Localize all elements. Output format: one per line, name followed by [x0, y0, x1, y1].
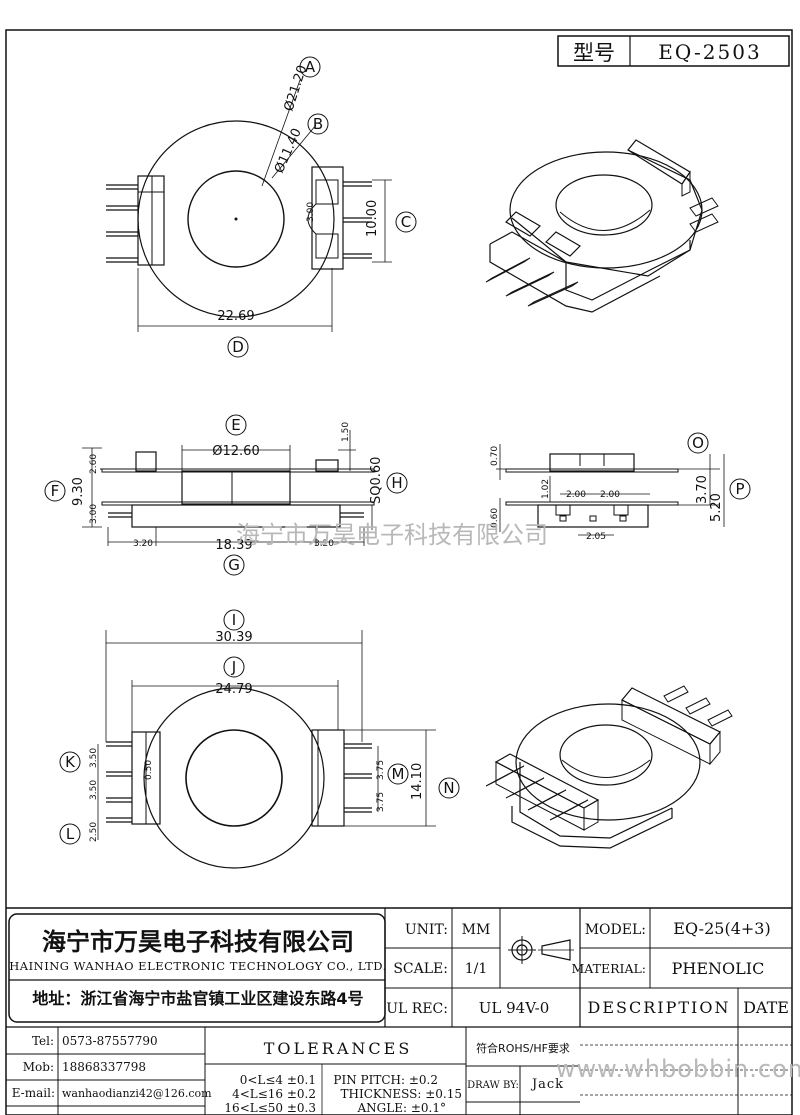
dim-left-pitch: 3.50	[89, 748, 99, 768]
description-label: DESCRIPTION	[588, 998, 731, 1017]
dim-end-slot: 1.02	[541, 479, 551, 499]
dim-end-gap-2: 2.00	[600, 490, 620, 500]
company-name-en: HAINING WANHAO ELECTRONIC TECHNOLOGY CO.…	[9, 959, 387, 973]
callout-h: H	[391, 474, 402, 492]
dim-left-offset: 3.20	[133, 539, 153, 549]
model-label: MODEL:	[585, 922, 646, 938]
callout-i: I	[232, 611, 236, 629]
dim-end-h2: 5.20	[709, 493, 724, 522]
dim-left-gap: 0.50	[144, 760, 154, 780]
dim-body-width: 24.79	[215, 682, 252, 697]
callout-e: E	[231, 416, 240, 434]
watermark-website: www.whbobbin.com	[556, 1055, 800, 1083]
callout-j: J	[231, 658, 236, 676]
top-view: Ø21.20 Ø11.40 10.00 3.00 22.69 A B C D	[106, 56, 417, 358]
draw-by-label: DRAW BY:	[467, 1080, 519, 1091]
mob-value: 18868337798	[62, 1060, 146, 1074]
dim-end-gap-1: 2.00	[566, 490, 586, 500]
material-value: PHENOLIC	[672, 959, 765, 978]
projection-symbol-icon	[508, 936, 574, 964]
unit-label: UNIT:	[405, 922, 448, 938]
callout-o: O	[692, 434, 704, 452]
callout-d: D	[232, 338, 244, 356]
email-value: wanhaodianzi42@126.com	[62, 1087, 212, 1100]
callout-f: F	[51, 482, 60, 500]
sheet-border	[5, 29, 793, 1115]
tolerances-label: TOLERANCES	[264, 1039, 413, 1058]
dim-flange: 1.50	[341, 422, 351, 442]
material-label: MATERIAL:	[572, 961, 647, 976]
dim-right-pitch-2: 3.75	[376, 792, 386, 812]
isometric-view-top	[485, 139, 719, 313]
dim-total-height: 9.30	[71, 477, 86, 506]
tolerance-thickness: THICKNESS: ±0.15	[341, 1087, 462, 1101]
callout-b: B	[313, 115, 323, 133]
dim-end-pitch: 2.05	[586, 532, 606, 542]
rohs-compliance: 符合ROHS/HF要求	[476, 1041, 570, 1055]
tolerance-pin-pitch: PIN PITCH: ±0.2	[333, 1073, 438, 1087]
tel-value: 0573-87557790	[62, 1034, 158, 1048]
callout-n: N	[443, 779, 454, 797]
dim-top-height: 2.60	[89, 454, 99, 474]
callout-g: G	[228, 556, 240, 574]
email-label: E-mail:	[12, 1086, 55, 1100]
mob-label: Mob:	[23, 1060, 54, 1074]
dim-tab: 3.00	[306, 202, 316, 222]
callout-a: A	[305, 58, 316, 76]
dim-end-base: 0.60	[490, 508, 500, 528]
side-view: Ø12.60 9.30 2.60 3.00 1.50 SQ0.60 3.20 1…	[44, 414, 408, 576]
ul-label: UL REC:	[386, 1001, 448, 1017]
dim-height: 10.00	[365, 200, 380, 237]
callout-k: K	[65, 753, 76, 771]
model-header-value: EQ-2503	[658, 40, 761, 64]
tolerance-angle: ANGLE: ±0.1°	[357, 1101, 446, 1115]
dim-end-top: 0.70	[490, 446, 500, 466]
tolerance-row-3: 16<L≤50 ±0.3	[224, 1101, 316, 1115]
watermark-company: 海宁市万昊电子科技有限公司	[236, 521, 548, 549]
tolerance-row-1: 0<L≤4 ±0.1	[240, 1073, 316, 1087]
callout-c: C	[401, 213, 411, 231]
scale-value: 1/1	[465, 961, 488, 977]
end-view: 0.70 0.60 1.02 2.00 2.00 2.05 3.70 5.20 …	[490, 432, 751, 542]
dim-left-pitch-2: 3.50	[89, 780, 99, 800]
scale-label: SCALE:	[393, 961, 448, 977]
dim-pin-square: SQ0.60	[369, 457, 384, 504]
dim-body-height: 14.10	[410, 763, 425, 800]
model-value: EQ-25(4+3)	[673, 919, 770, 938]
company-address: 地址：浙江省海宁市盐官镇工业区建设东路4号	[32, 989, 363, 1008]
dim-width: 22.69	[217, 309, 254, 324]
callout-l: L	[66, 825, 75, 843]
dim-inner-dia: Ø11.40	[272, 126, 305, 175]
ul-value: UL 94V-0	[479, 999, 550, 1017]
company-name-cn: 海宁市万昊电子科技有限公司	[42, 928, 354, 956]
tel-label: Tel:	[32, 1034, 54, 1048]
tolerance-row-2: 4<L≤16 ±0.2	[232, 1087, 316, 1101]
callout-m: M	[392, 765, 405, 783]
unit-value: MM	[462, 922, 491, 938]
draw-by-value: Jack	[530, 1077, 564, 1092]
dim-overall-width: 30.39	[215, 630, 252, 645]
dim-end-h1: 3.70	[695, 475, 710, 504]
dim-core-dia: Ø12.60	[212, 444, 259, 459]
callout-p: P	[735, 480, 744, 498]
dim-left-bottom: 2.50	[89, 822, 99, 842]
dim-bottom-height: 3.00	[89, 504, 99, 524]
model-header-label: 型号	[573, 41, 615, 65]
title-block: 海宁市万昊电子科技有限公司 HAINING WANHAO ELECTRONIC …	[6, 907, 800, 1115]
dim-right-offset: 3.20	[314, 539, 334, 549]
date-label: DATE	[743, 998, 789, 1017]
dim-right-pitch: 3.75	[376, 760, 386, 780]
dim-middle-span: 18.39	[215, 538, 252, 553]
bottom-view: 30.39 24.79 3.50 3.50 2.50 0.50 3.75 3.7…	[59, 609, 460, 869]
isometric-view-bottom	[485, 685, 733, 849]
model-header-box	[557, 35, 790, 67]
